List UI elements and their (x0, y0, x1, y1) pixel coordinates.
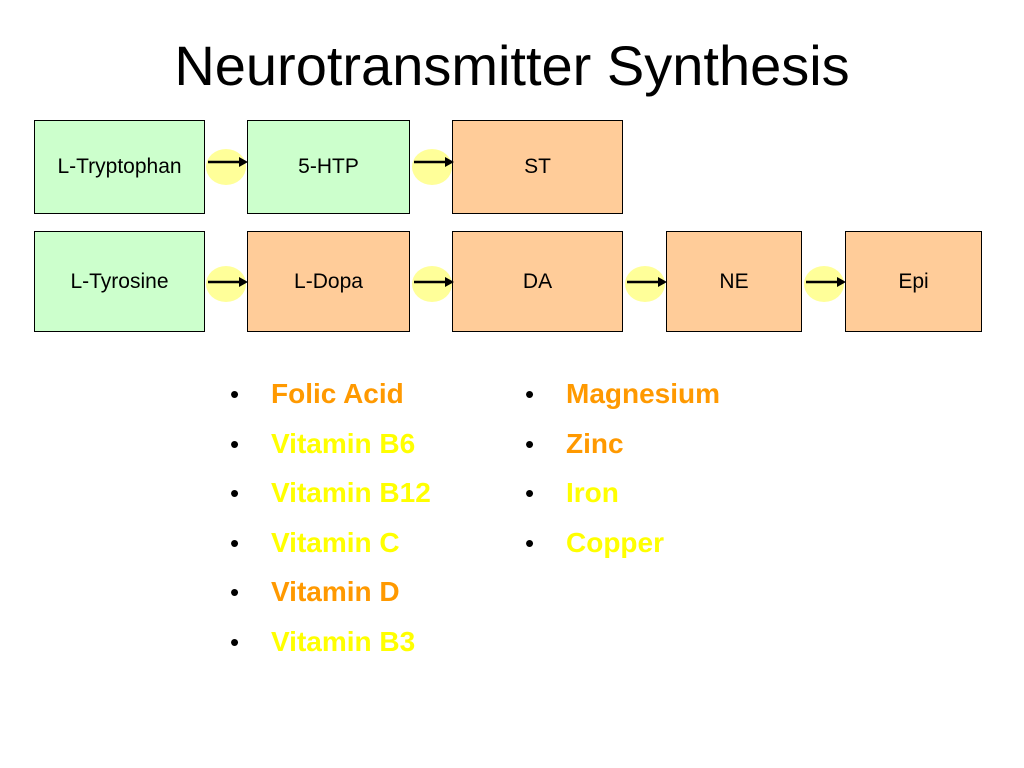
node-epi: Epi (845, 231, 982, 332)
node-ne: NE (666, 231, 802, 332)
arrow-connector (625, 266, 667, 302)
list-item: •Vitamin B12 (230, 477, 431, 509)
list-item: •Folic Acid (230, 378, 404, 409)
arrow-connector (206, 266, 248, 302)
slide-title: Neurotransmitter Synthesis (174, 34, 850, 97)
node-l-dopa: L-Dopa (247, 231, 410, 332)
arrow-connector (804, 266, 846, 302)
arrow-connector (412, 149, 454, 185)
list-item: •Vitamin C (230, 526, 400, 558)
list-item: •Copper (525, 526, 664, 558)
arrow-connector (412, 266, 454, 302)
node-l-tryptophan: L-Tryptophan (34, 120, 205, 214)
node-l-tyrosine: L-Tyrosine (34, 231, 205, 332)
list-item: •Zinc (525, 427, 624, 459)
list-item: •Vitamin D (230, 576, 400, 608)
list-item: •Magnesium (525, 378, 721, 409)
node-da: DA (452, 231, 623, 332)
list-item: •Vitamin B6 (230, 427, 416, 459)
list-item: •Vitamin B3 (230, 625, 416, 657)
node-st: ST (452, 120, 623, 214)
node-5-htp: 5-HTP (247, 120, 410, 214)
mineral-list: •Magnesium •Zinc •Iron •Copper (521, 378, 720, 576)
arrow-connector (206, 149, 248, 185)
vitamin-list: •Folic Acid •Vitamin B6 •Vitamin B12 •Vi… (226, 378, 431, 676)
list-item: •Iron (525, 477, 619, 509)
